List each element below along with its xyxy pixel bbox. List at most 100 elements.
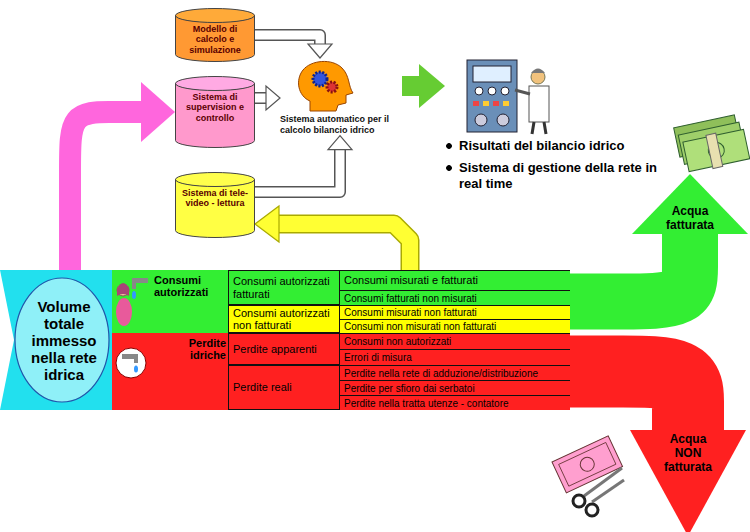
person-leg (532, 122, 534, 134)
arrow-outline (255, 92, 267, 104)
control-panel (467, 60, 517, 132)
output-station: Risultati del bilancio idricoSistema di … (445, 56, 665, 198)
panel-dial (501, 87, 509, 95)
banknote (552, 436, 623, 493)
panel-button (503, 101, 509, 106)
component-row: Perdite per sfioro dai serbatoi (340, 380, 570, 395)
arrow-outline (278, 224, 410, 270)
component-row: Consumi misurati e fatturati (340, 270, 570, 290)
flow-arrow (255, 35, 332, 58)
banknote-seal (578, 455, 597, 474)
scissors-handle (573, 495, 585, 507)
arrow-head (141, 82, 175, 142)
arrow-shaft (402, 76, 420, 96)
component-row: Perdite nella rete di adduzione/distribu… (340, 365, 570, 380)
category-cell: Consumi autorizzati fatturati (228, 270, 340, 305)
node-label: Perdite apparenti (233, 343, 335, 355)
node-label: Acqua fatturata (650, 204, 730, 232)
person-hair (531, 69, 545, 74)
input-shape (0, 270, 112, 410)
node-label: Perdite nella tratta utenze - contatore (344, 398, 570, 409)
node-label: Consumi fatturati non misurati (344, 293, 570, 304)
node-label: Acqua NON fatturata (657, 432, 719, 474)
person-arm (515, 90, 530, 94)
category-cell: Perdite reali (228, 365, 340, 410)
arrow-shaft (255, 94, 267, 103)
panel-button (483, 101, 489, 106)
person-head (117, 284, 129, 296)
component-row: Consumi misurati non fatturati (340, 305, 570, 319)
panel-dial (475, 87, 483, 95)
flow-arrow (70, 82, 175, 270)
database-cylinder: Sistema di tele-video - lettura (175, 172, 255, 238)
component-row: Consumi fatturati non misurati (340, 290, 570, 305)
category-band: Perdite idriche Perdite apparenti Consumi … (112, 333, 570, 410)
flow-arrowhead: Acqua NON fatturata (657, 432, 719, 474)
database-cylinder: Sistema di supervision e controllo (175, 76, 255, 148)
flow-arrow (570, 372, 746, 532)
person-hair (117, 283, 129, 296)
arrow-head (419, 64, 445, 108)
node-label: Perdite idriche (154, 333, 226, 361)
panel-screen (473, 66, 511, 82)
node-label: Perdite nella rete di adduzione/distribu… (344, 368, 570, 379)
arrow-head (328, 136, 352, 150)
component-row: Consumi non misurati non fatturati (340, 319, 570, 333)
panel-button (493, 101, 499, 106)
arrow-head (255, 206, 279, 242)
cylinder-top (176, 77, 255, 91)
gear (327, 82, 337, 92)
cylinder-body (176, 179, 255, 238)
node-label: Consumi misurati non fatturati (344, 307, 570, 318)
category-cell: Perdite apparenti (228, 333, 340, 365)
node-label: Modello di calcolo e simulazione (178, 24, 252, 55)
arrow-shaft (570, 232, 690, 302)
node-label: Sistema di gestione della rete in real t… (445, 160, 665, 192)
node-label: Volume totale immesso nella rete idrica (22, 298, 106, 383)
process-icon: Sistema automatico per il calcolo bilanc… (280, 58, 402, 136)
node-label: Consumi non autorizzati (344, 336, 570, 347)
component-row: Perdite nella tratta utenze - contatore (340, 395, 570, 410)
panel-button (473, 101, 479, 106)
arrow-head (308, 44, 332, 58)
flow-arrow (255, 86, 280, 110)
scissors-money-icon (552, 436, 624, 516)
arrow-shaft (70, 112, 142, 270)
tape-reel (475, 114, 487, 126)
node-label: Consumi autorizzati non fatturati (233, 307, 335, 331)
node-label: Perdite per sfioro dai serbatoi (344, 383, 570, 394)
node-label: Risultati del bilancio idrico (445, 138, 665, 154)
category-cell: Consumi autorizzati non fatturati (228, 305, 340, 333)
node-label: Consumi autorizzati (154, 270, 226, 298)
arrow-shaft (278, 224, 410, 270)
tape-reel (497, 114, 509, 126)
scissors-blade (584, 468, 622, 496)
icon-circle (116, 348, 146, 378)
arrow-outline (255, 149, 340, 192)
banknote (683, 129, 750, 171)
highlight-ellipse (15, 278, 109, 402)
input-volume: Volume totale immesso nella rete idrica (0, 270, 112, 410)
arrow-head (630, 430, 746, 532)
flow-arrowhead: Acqua fatturata (650, 204, 730, 232)
person-body (116, 298, 132, 326)
node-label: Perdite reali (233, 381, 335, 393)
flow-arrow (255, 136, 352, 192)
flow-arrow (570, 174, 748, 302)
water-drop (132, 291, 136, 299)
cylinder-body (176, 83, 255, 148)
scissors-blade (592, 480, 624, 502)
water-drop (134, 366, 138, 373)
node-label: Consumi autorizzati fatturati (233, 275, 335, 299)
node-label: Errori di misura (344, 352, 570, 363)
tap-spout (132, 278, 136, 289)
node-label: Consumi misurati e fatturati (344, 274, 570, 286)
tap-spout (134, 354, 138, 363)
arrow-shaft (570, 372, 688, 433)
arrow-shaft (255, 149, 340, 192)
node-label: Consumi non misurati non fatturati (344, 321, 570, 332)
lab-coat (529, 86, 549, 122)
